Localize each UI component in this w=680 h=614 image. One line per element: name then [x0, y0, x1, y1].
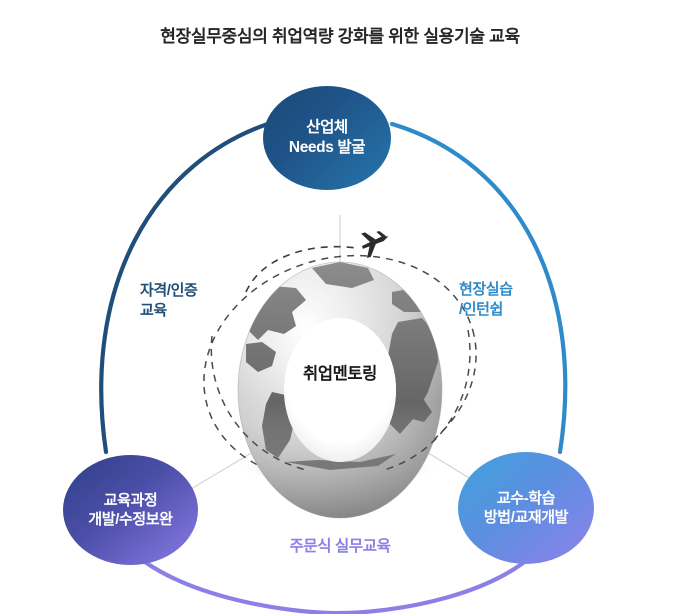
node-teaching-learning[interactable]: 교수-학습 방법/교재개발: [458, 452, 594, 564]
globe-icon: [237, 261, 443, 519]
node-curriculum-development-line2: 개발/수정보완: [88, 511, 173, 528]
airplane-icon: [361, 230, 389, 259]
arc-label-internship: 현장실습 /인턴쉽: [459, 280, 513, 320]
orbit-path-front: [210, 329, 471, 471]
arc-label-internship-line2: /인턴쉽: [459, 300, 503, 318]
node-teaching-learning-line2: 방법/교재개발: [483, 509, 569, 526]
arc-label-custom-training: 주문식 실무교육: [289, 538, 391, 555]
globe-shading: [237, 262, 442, 518]
globe-center-label: 취업멘토링: [303, 365, 377, 383]
arc-right: [389, 121, 568, 455]
arc-label-internship-line1: 현장실습: [459, 281, 513, 298]
arc-left: [99, 117, 283, 455]
node-industry-needs-line2: Needs 발굴: [288, 139, 366, 156]
node-industry-needs-line1: 산업체: [306, 118, 348, 136]
node-curriculum-development[interactable]: 교육과정 개발/수정보완: [63, 455, 198, 565]
arc-label-certification-line2: 교육: [140, 301, 167, 319]
node-industry-needs[interactable]: 산업체 Needs 발굴: [263, 86, 391, 190]
page-title: 현장실무중심의 취업역량 강화를 위한 실용기술 교육: [160, 27, 520, 46]
globe-inner-hole: [284, 318, 396, 462]
node-curriculum-development-line1: 교육과정: [103, 491, 158, 509]
arc-bottom: [120, 536, 551, 614]
arc-label-certification: 자격/인증 교육: [140, 281, 198, 321]
node-teaching-learning-line1: 교수-학습: [496, 489, 556, 507]
arc-label-certification-line1: 자격/인증: [140, 282, 198, 299]
globe-rim: [237, 261, 443, 519]
